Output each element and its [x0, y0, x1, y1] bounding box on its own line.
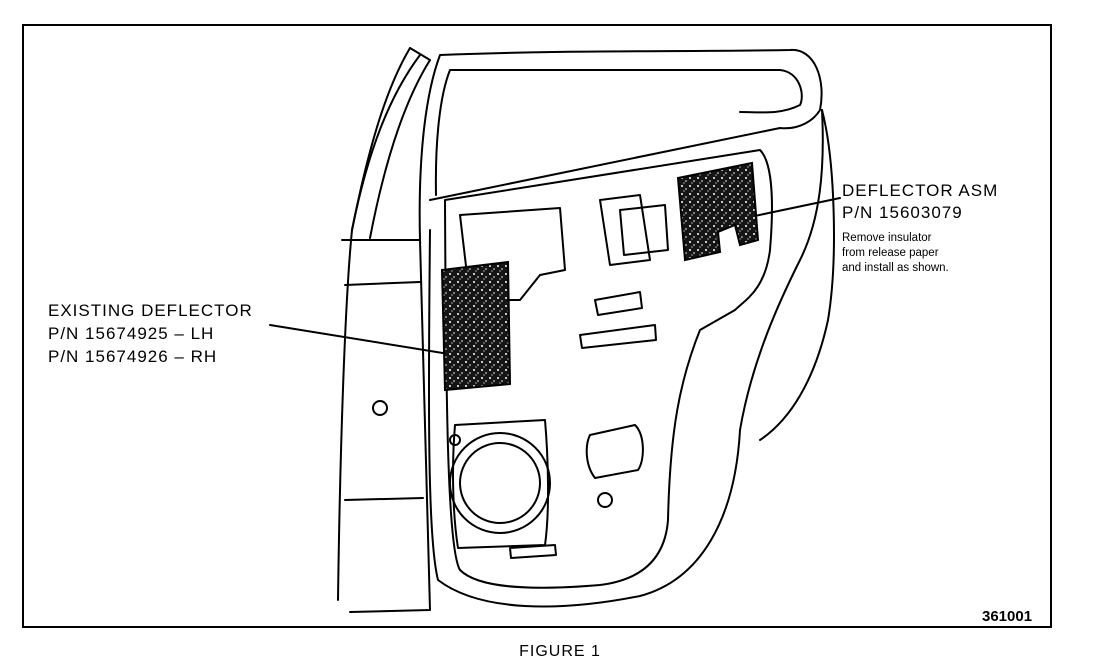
- speaker-ring-inner: [459, 442, 541, 524]
- lower-slot: [579, 324, 657, 349]
- side-panel-left: [341, 239, 431, 613]
- install-note-line: from release paper: [842, 247, 939, 259]
- access-hole: [585, 424, 644, 479]
- door-outer-edge: [337, 47, 411, 601]
- door-rear-edge: [759, 109, 835, 441]
- leader-asm: [744, 197, 841, 219]
- speaker-ring-outer: [449, 432, 551, 534]
- mount-hole-2: [449, 434, 461, 446]
- speaker-cutout: [452, 419, 550, 549]
- leader-existing: [269, 324, 456, 356]
- window-frame-outer: [418, 48, 823, 241]
- pillar-line-3: [409, 47, 431, 61]
- existing-deflector-title: EXISTING DEFLECTOR: [48, 301, 253, 320]
- mount-hole-1: [372, 400, 388, 416]
- pillar-line-1: [351, 54, 421, 231]
- side-panel-strip: [344, 281, 421, 286]
- regulator-slot: [619, 204, 669, 256]
- asm-deflector-pad: [676, 161, 760, 262]
- figure-frame: [22, 24, 1052, 628]
- drain-strip: [509, 544, 557, 559]
- inner-panel: [444, 149, 773, 589]
- install-note-line: Remove insulator: [842, 232, 932, 244]
- install-note: Remove insulator from release paper and …: [842, 231, 998, 276]
- deflector-asm-title: DEFLECTOR ASM: [842, 181, 999, 200]
- existing-deflector-pn-rh: P/N 15674926 – RH: [48, 347, 218, 366]
- existing-deflector-label: EXISTING DEFLECTOR P/N 15674925 – LH P/N…: [48, 302, 253, 371]
- existing-deflector-pn-lh: P/N 15674925 – LH: [48, 324, 215, 343]
- window-regulator: [599, 194, 651, 266]
- deflector-asm-pn: P/N 15603079: [842, 203, 963, 222]
- figure-id: 361001: [982, 608, 1033, 625]
- deflector-asm-label: DEFLECTOR ASM P/N 15603079 Remove insula…: [842, 182, 998, 276]
- existing-deflector-pad: [440, 260, 512, 392]
- handle-recess: [594, 291, 643, 316]
- figure-caption: FIGURE 1: [519, 643, 601, 660]
- side-panel-lower: [344, 497, 424, 501]
- window-frame-inner: [434, 69, 803, 196]
- pillar-line-2: [369, 59, 431, 239]
- door-shell: [427, 109, 824, 608]
- install-note-line: and install as shown.: [842, 262, 949, 274]
- mount-hole-3: [597, 492, 613, 508]
